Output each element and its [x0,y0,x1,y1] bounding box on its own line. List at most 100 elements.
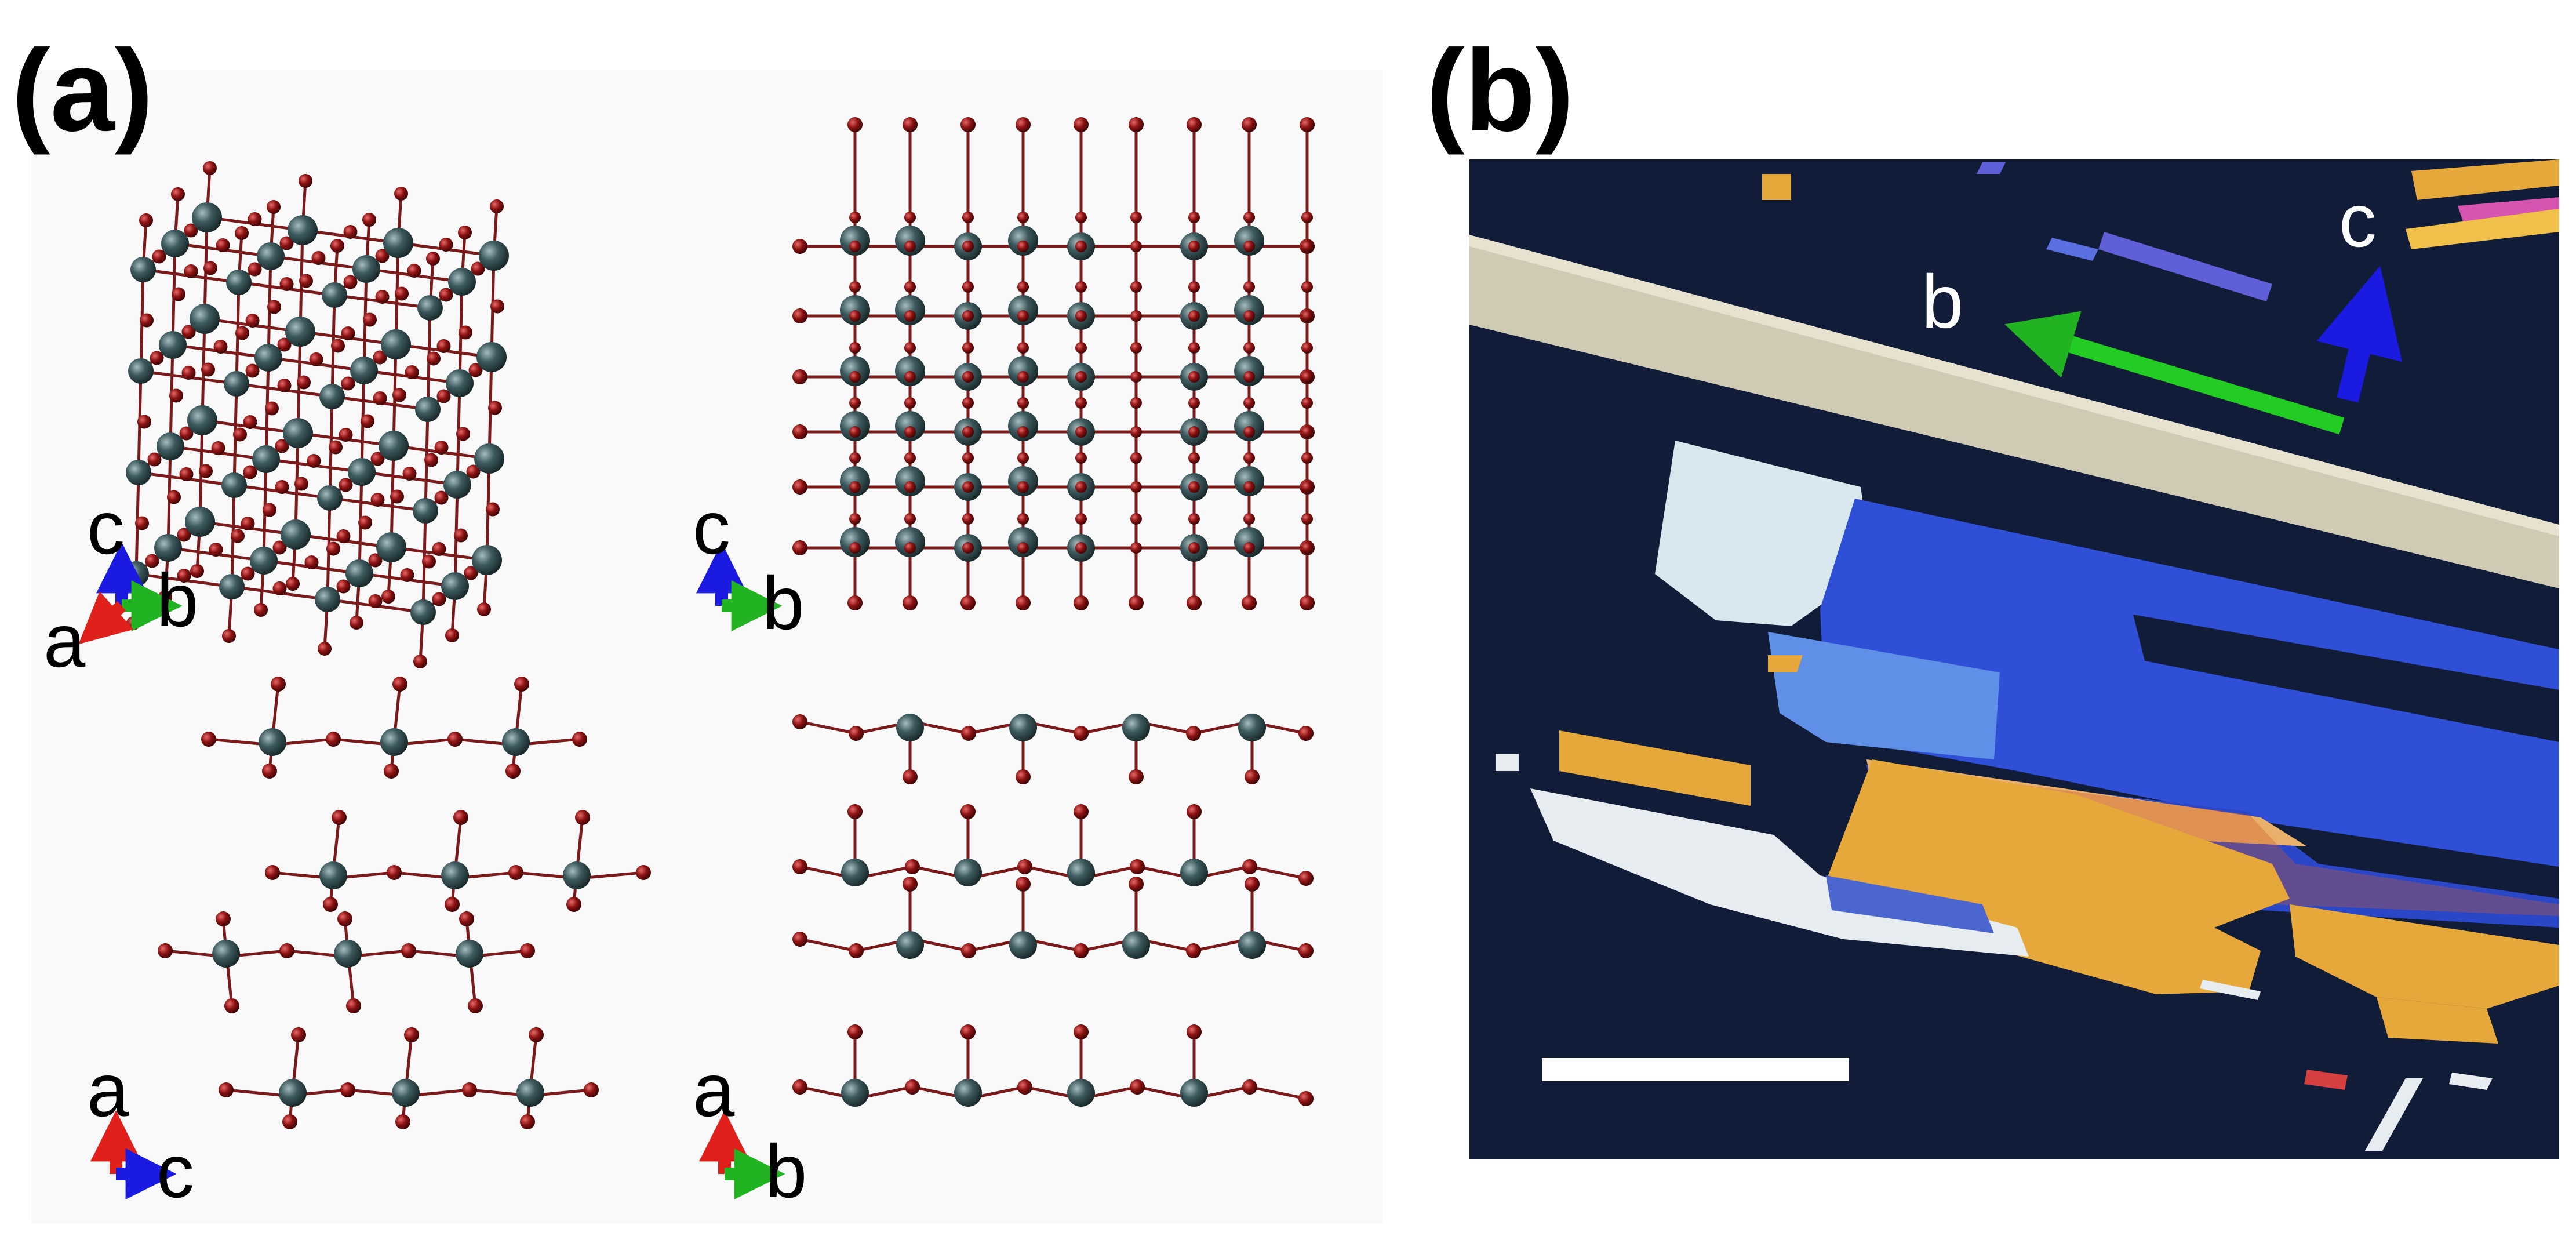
metal-atom [161,230,189,257]
oxygen-atom [468,363,483,377]
oxygen-atom [407,264,421,278]
metal-atom [516,1079,544,1107]
metal-atom [472,545,502,575]
oxygen-atom [903,595,918,610]
oxygen-atom [199,464,213,478]
oxygen-atom [169,388,183,403]
axis-label-c: c [157,1129,194,1213]
oxygen-atom [466,464,481,479]
oxygen-atom [1017,859,1032,874]
axis-label-b: b [765,1129,807,1213]
metal-atom [381,329,411,359]
oxygen-atom [486,502,500,517]
oxygen-atom [1243,342,1255,354]
oxygen-atom [1188,371,1200,383]
flake-blue-large [1820,499,2559,867]
oxygen-atom [962,212,974,223]
oxygen-atom [1017,241,1029,252]
oxygen-atom [233,427,247,442]
metal-atom [448,268,476,296]
oxygen-atom [960,595,976,610]
oxygen-atom [203,261,217,275]
oxygen-atom [792,424,807,439]
oxygen-atom [572,732,587,747]
oxygen-atom [177,569,191,583]
oxygen-atom [272,581,287,595]
oxygen-atom [1130,310,1142,322]
oxygen-atom [1017,542,1029,554]
structure-view-a-c [158,677,651,1129]
oxygen-atom [904,281,916,293]
oxygen-atom [422,554,436,569]
oxygen-atom [358,515,372,530]
oxygen-atom [1243,310,1255,322]
oxygen-atom [962,342,974,354]
oxygen-atom [343,275,358,289]
bond [799,720,857,735]
metal-atom [219,574,245,599]
oxygen-atom [960,804,976,819]
oxygen-atom [1016,769,1031,784]
oxygen-atom [1129,117,1144,132]
oxygen-atom [139,213,153,227]
metal-atom [319,861,347,889]
oxygen-atom [1017,212,1029,223]
oxygen-atom [177,528,191,542]
oxygen-atom [849,371,861,383]
oxygen-atom [137,415,151,429]
metal-atom [954,1079,982,1107]
oxygen-atom [960,1024,976,1039]
oxygen-atom [1188,342,1200,354]
oxygen-atom [459,325,472,340]
oxygen-atom [792,239,807,254]
oxygen-atom [297,375,311,390]
oxygen-atom [384,764,399,779]
oxygen-atom [181,325,196,339]
oxygen-atom [140,313,154,328]
oxygen-atom [243,415,257,429]
oxygen-atom [1075,281,1087,293]
oxygen-atom [1016,877,1031,892]
optical-micrograph: b c [1469,159,2559,1159]
oxygen-atom [341,326,355,340]
oxygen-atom [904,342,916,354]
oxygen-atom [1301,241,1313,252]
metal-atom [383,228,413,258]
oxygen-atom [1075,513,1087,525]
oxygen-atom [905,859,920,874]
axis-triad-3d: c a b [43,485,198,683]
axis-b-arrow [2004,311,2345,435]
oxygen-atom [962,310,974,322]
oxygen-atom [961,726,976,741]
oxygen-atom [172,287,185,301]
oxygen-atom [245,363,260,378]
oxygen-atom [849,513,861,525]
oxygen-atom [1243,542,1255,554]
oxygen-atom [849,426,861,438]
oxygen-atom [462,1082,477,1097]
oxygen-atom [432,542,446,556]
oxygen-atom [291,1027,306,1042]
oxygen-atom [505,764,521,779]
metal-atom [279,1079,307,1107]
oxygen-atom [1130,371,1142,383]
flake-white-left [1655,441,1872,626]
metal-atom [1238,714,1266,741]
oxygen-atom [401,943,416,958]
oxygen-atom [332,810,347,825]
oxygen-atom [248,262,262,277]
metal-atom [1180,1079,1208,1107]
oxygen-atom [849,310,861,322]
oxygen-atom [231,529,245,543]
metal-atom [1180,859,1208,886]
oxygen-atom [904,426,916,438]
oxygen-atom [456,427,470,441]
oxygen-atom [520,1114,535,1129]
oxygen-atom [447,732,463,747]
oxygen-atom [426,252,440,266]
oxygen-atom [241,566,255,581]
oxygen-atom [395,1114,410,1129]
oxygen-atom [849,452,861,464]
metal-atom [380,728,408,756]
oxygen-atom [368,594,383,608]
